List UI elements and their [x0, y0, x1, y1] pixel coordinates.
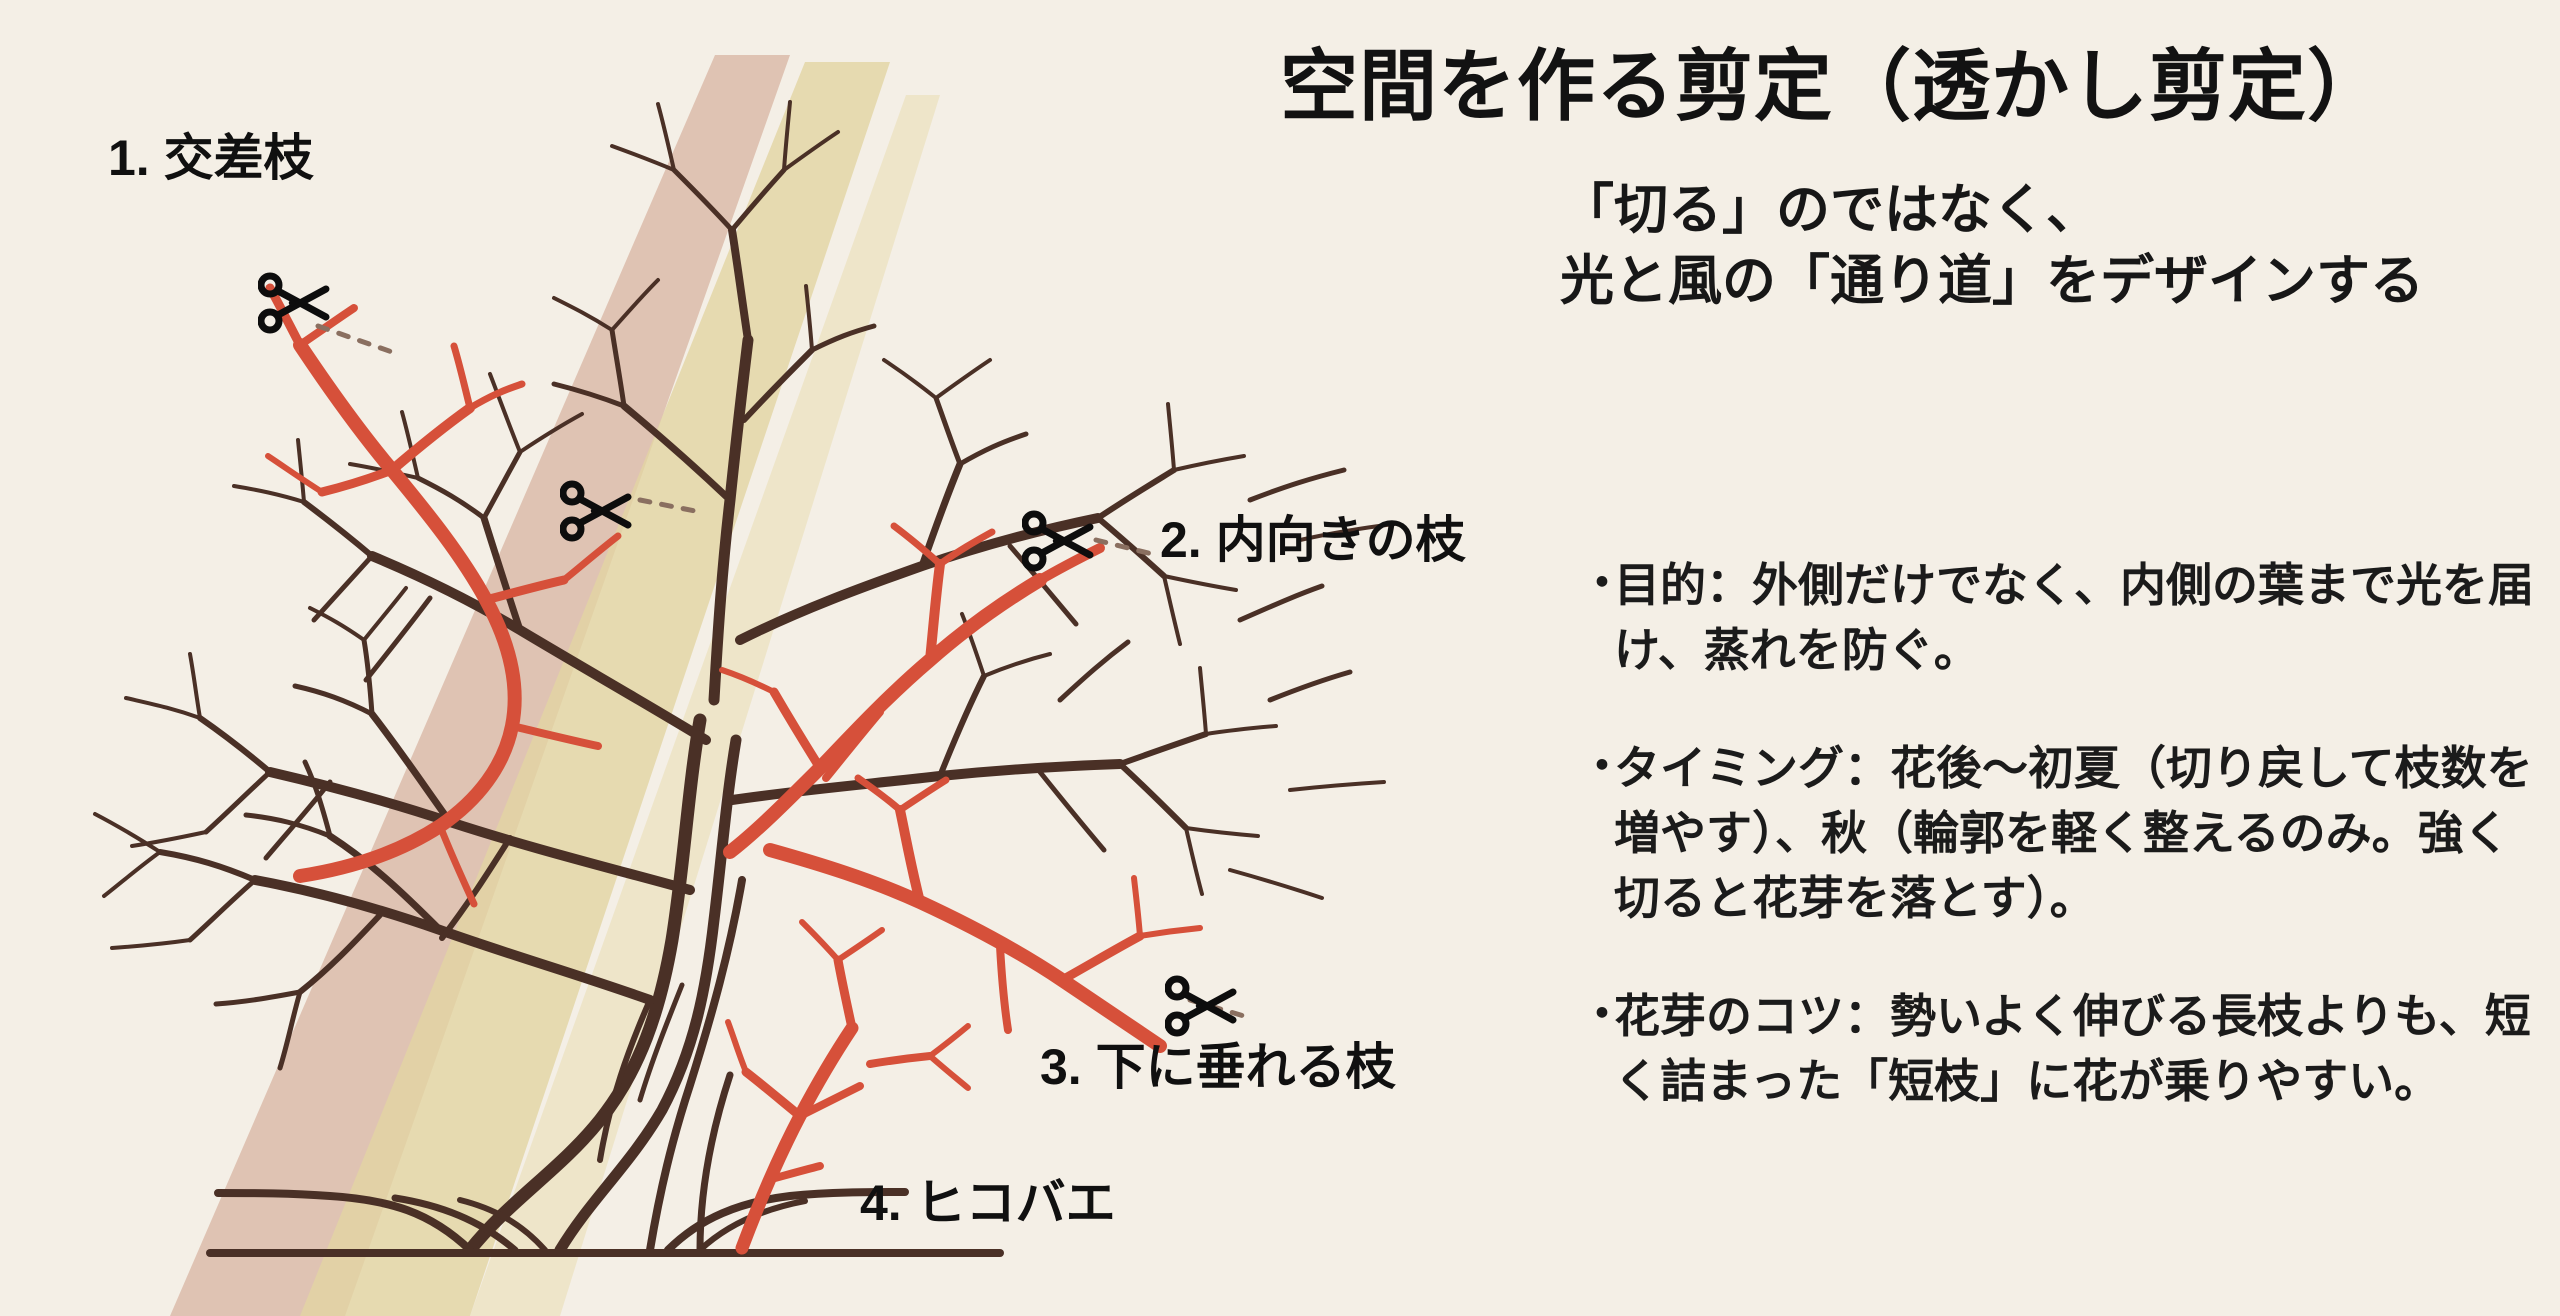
scissors-icon[interactable] [258, 272, 332, 334]
light-beam-cream [470, 95, 940, 1316]
diagram-label-sucker: 4. ヒコバエ [860, 1175, 1116, 1231]
page-subtitle: 「切る」のではなく、 光と風の「通り道」をデザインする [1560, 175, 2560, 318]
list-item-text: 花芽のコツ：勢いよく伸びる長枝よりも、短く詰まった「短枝」に花が乗りやすい。 [1614, 989, 2531, 1107]
bullet-marker-icon: ・ [1580, 741, 1624, 791]
scissors-icon[interactable] [1165, 975, 1239, 1037]
subtitle-line-2: 光と風の「通り道」をデザインする [1560, 251, 2424, 312]
scissors-icon[interactable] [560, 480, 634, 542]
page-title: 空間を作る剪定（透かし剪定） [1280, 43, 2387, 130]
cut-branch-drooping [763, 843, 1167, 1053]
subtitle-line-1: 「切る」のではなく、 [1560, 180, 2100, 240]
list-item: ・ 花芽のコツ：勢いよく伸びる長枝よりも、短く詰まった「短枝」に花が乗りやすい。 [1580, 984, 2540, 1115]
diagram-label-crossing-branch: 1. 交差枝 [108, 130, 314, 186]
tree-illustration [93, 55, 1396, 1316]
light-beam-pink [170, 55, 790, 1316]
bullet-marker-icon: ・ [1580, 989, 1624, 1039]
list-item: ・ 目的：外側だけでなく、内側の葉まで光を届け、蒸れを防ぐ。 [1580, 553, 2540, 684]
scissors-icon[interactable] [1022, 510, 1096, 572]
diagram-label-inward-branch: 2. 内向きの枝 [1160, 512, 1466, 568]
list-item-text: 目的：外側だけでなく、内側の葉まで光を届け、蒸れを防ぐ。 [1614, 559, 2534, 677]
key-points-list: ・ 目的：外側だけでなく、内側の葉まで光を届け、蒸れを防ぐ。 ・ タイミング：花… [1580, 553, 2540, 1166]
diagram-label-drooping-branch: 3. 下に垂れる枝 [1040, 1039, 1396, 1095]
cut-branch-inward [723, 573, 1047, 859]
list-item-text: タイミング：花後〜初夏（切り戻して枝数を増やす）、秋（輪郭を軽く整えるのみ。強く… [1614, 741, 2533, 925]
cut-branch-sucker [735, 1021, 859, 1255]
list-item: ・ タイミング：花後〜初夏（切り戻して枝数を増やす）、秋（輪郭を軽く整えるのみ。… [1580, 736, 2540, 932]
bullet-marker-icon: ・ [1580, 559, 1624, 608]
cut-branch-crossing [293, 338, 522, 883]
cut-branches-highlight [265, 283, 1203, 1255]
tree-branches [93, 100, 1396, 1257]
light-beams [170, 55, 940, 1316]
